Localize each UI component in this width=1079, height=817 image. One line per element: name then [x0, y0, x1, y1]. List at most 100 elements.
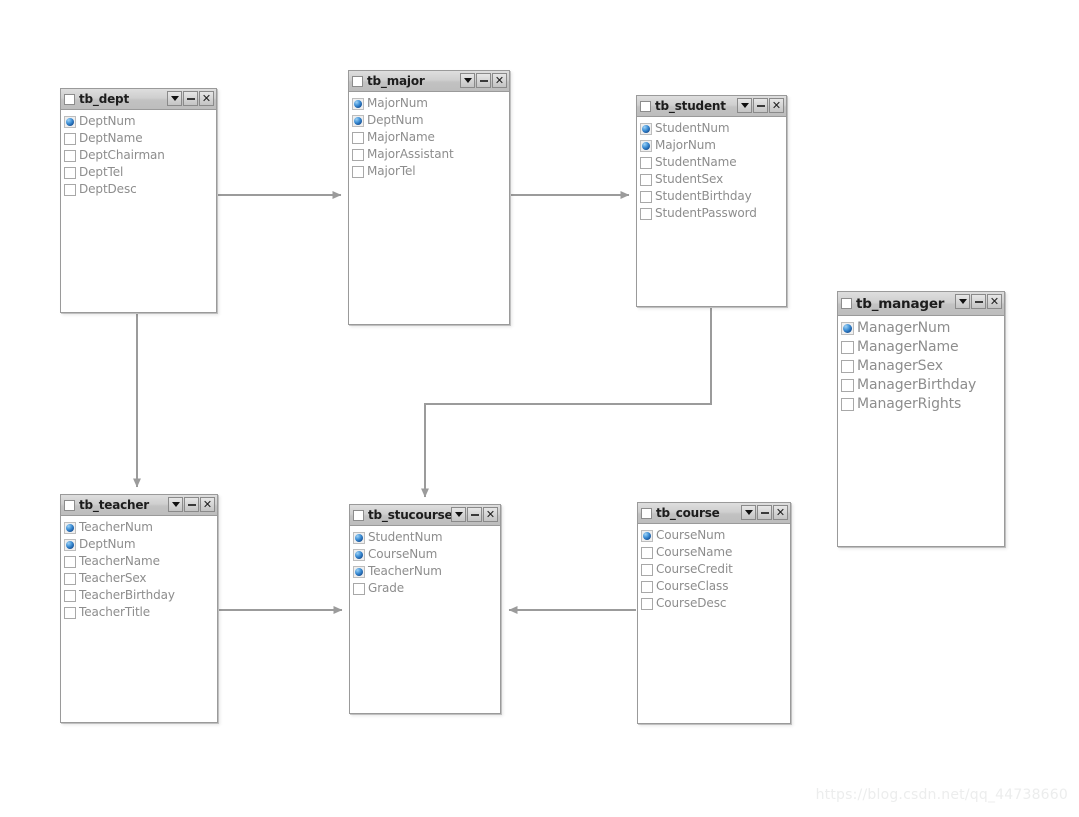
field-row[interactable]: TeacherNum: [64, 519, 217, 536]
field-row[interactable]: TeacherName: [64, 553, 217, 570]
field-row[interactable]: DeptNum: [64, 113, 216, 130]
field-checkbox[interactable]: [64, 183, 76, 196]
field-checkbox[interactable]: [64, 589, 76, 602]
field-checkbox[interactable]: [64, 166, 76, 179]
field-row[interactable]: CourseNum: [641, 527, 790, 544]
close-icon-tb_manager[interactable]: ✕: [987, 294, 1002, 309]
field-checkbox[interactable]: [841, 398, 854, 411]
primary-key-icon[interactable]: [841, 322, 854, 335]
minimize-icon-tb_manager[interactable]: [971, 294, 986, 309]
minimize-icon-tb_dept[interactable]: [183, 91, 198, 106]
field-row[interactable]: DeptTel: [64, 164, 216, 181]
primary-key-icon[interactable]: [353, 565, 365, 578]
field-row[interactable]: DeptDesc: [64, 181, 216, 198]
field-row[interactable]: ManagerRights: [841, 395, 1004, 414]
field-checkbox[interactable]: [641, 580, 653, 593]
close-icon-tb_student[interactable]: ✕: [769, 98, 784, 113]
dropdown-icon-tb_teacher[interactable]: [168, 497, 183, 512]
field-row[interactable]: StudentNum: [640, 120, 786, 137]
primary-key-icon[interactable]: [64, 521, 76, 534]
field-checkbox[interactable]: [640, 173, 652, 186]
dropdown-icon-tb_dept[interactable]: [167, 91, 182, 106]
table-titlebar-tb_manager[interactable]: tb_manager✕: [838, 292, 1004, 316]
table-select-checkbox-tb_stucourse[interactable]: [353, 509, 364, 521]
field-row[interactable]: TeacherSex: [64, 570, 217, 587]
table-select-checkbox-tb_teacher[interactable]: [64, 499, 75, 511]
field-row[interactable]: CourseDesc: [641, 595, 790, 612]
minimize-icon-tb_stucourse[interactable]: [467, 507, 482, 522]
field-row[interactable]: MajorAssistant: [352, 146, 509, 163]
field-checkbox[interactable]: [640, 156, 652, 169]
field-row[interactable]: StudentName: [640, 154, 786, 171]
field-row[interactable]: Grade: [353, 580, 500, 597]
dropdown-icon-tb_stucourse[interactable]: [451, 507, 466, 522]
table-select-checkbox-tb_manager[interactable]: [841, 298, 852, 309]
table-select-checkbox-tb_dept[interactable]: [64, 93, 75, 105]
field-row[interactable]: CourseClass: [641, 578, 790, 595]
close-icon-tb_stucourse[interactable]: ✕: [483, 507, 498, 522]
field-checkbox[interactable]: [641, 546, 653, 559]
primary-key-icon[interactable]: [353, 531, 365, 544]
table-titlebar-tb_stucourse[interactable]: tb_stucourse✕: [350, 505, 500, 526]
primary-key-icon[interactable]: [64, 115, 76, 128]
table-titlebar-tb_dept[interactable]: tb_dept✕: [61, 89, 216, 110]
field-row[interactable]: ManagerBirthday: [841, 376, 1004, 395]
field-row[interactable]: StudentSex: [640, 171, 786, 188]
field-row[interactable]: MajorName: [352, 129, 509, 146]
field-row[interactable]: ManagerSex: [841, 357, 1004, 376]
field-row[interactable]: StudentPassword: [640, 205, 786, 222]
field-checkbox[interactable]: [64, 606, 76, 619]
close-icon-tb_course[interactable]: ✕: [773, 505, 788, 520]
table-select-checkbox-tb_major[interactable]: [352, 75, 363, 87]
dropdown-icon-tb_manager[interactable]: [955, 294, 970, 309]
field-checkbox[interactable]: [64, 572, 76, 585]
field-checkbox[interactable]: [353, 582, 365, 595]
dropdown-icon-tb_major[interactable]: [460, 73, 475, 88]
field-checkbox[interactable]: [352, 148, 364, 161]
field-checkbox[interactable]: [641, 563, 653, 576]
field-checkbox[interactable]: [641, 597, 653, 610]
close-icon-tb_dept[interactable]: ✕: [199, 91, 214, 106]
field-checkbox[interactable]: [841, 341, 854, 354]
dropdown-icon-tb_course[interactable]: [741, 505, 756, 520]
close-icon-tb_major[interactable]: ✕: [492, 73, 507, 88]
table-titlebar-tb_major[interactable]: tb_major✕: [349, 71, 509, 92]
primary-key-icon[interactable]: [641, 529, 653, 542]
field-checkbox[interactable]: [841, 379, 854, 392]
field-checkbox[interactable]: [64, 132, 76, 145]
field-row[interactable]: CourseCredit: [641, 561, 790, 578]
field-checkbox[interactable]: [64, 555, 76, 568]
field-row[interactable]: CourseNum: [353, 546, 500, 563]
field-row[interactable]: CourseName: [641, 544, 790, 561]
table-titlebar-tb_student[interactable]: tb_student✕: [637, 96, 786, 117]
field-row[interactable]: DeptName: [64, 130, 216, 147]
minimize-icon-tb_student[interactable]: [753, 98, 768, 113]
minimize-icon-tb_course[interactable]: [757, 505, 772, 520]
primary-key-icon[interactable]: [352, 97, 364, 110]
field-row[interactable]: TeacherTitle: [64, 604, 217, 621]
field-row[interactable]: ManagerName: [841, 338, 1004, 357]
field-row[interactable]: StudentNum: [353, 529, 500, 546]
field-checkbox[interactable]: [352, 131, 364, 144]
minimize-icon-tb_major[interactable]: [476, 73, 491, 88]
table-titlebar-tb_teacher[interactable]: tb_teacher✕: [61, 495, 217, 516]
field-row[interactable]: MajorNum: [352, 95, 509, 112]
field-row[interactable]: MajorTel: [352, 163, 509, 180]
field-checkbox[interactable]: [352, 165, 364, 178]
field-checkbox[interactable]: [640, 190, 652, 203]
dropdown-icon-tb_student[interactable]: [737, 98, 752, 113]
field-row[interactable]: StudentBirthday: [640, 188, 786, 205]
field-row[interactable]: DeptNum: [352, 112, 509, 129]
field-row[interactable]: DeptChairman: [64, 147, 216, 164]
primary-key-icon[interactable]: [640, 122, 652, 135]
field-row[interactable]: MajorNum: [640, 137, 786, 154]
table-select-checkbox-tb_course[interactable]: [641, 507, 652, 519]
field-checkbox[interactable]: [841, 360, 854, 373]
